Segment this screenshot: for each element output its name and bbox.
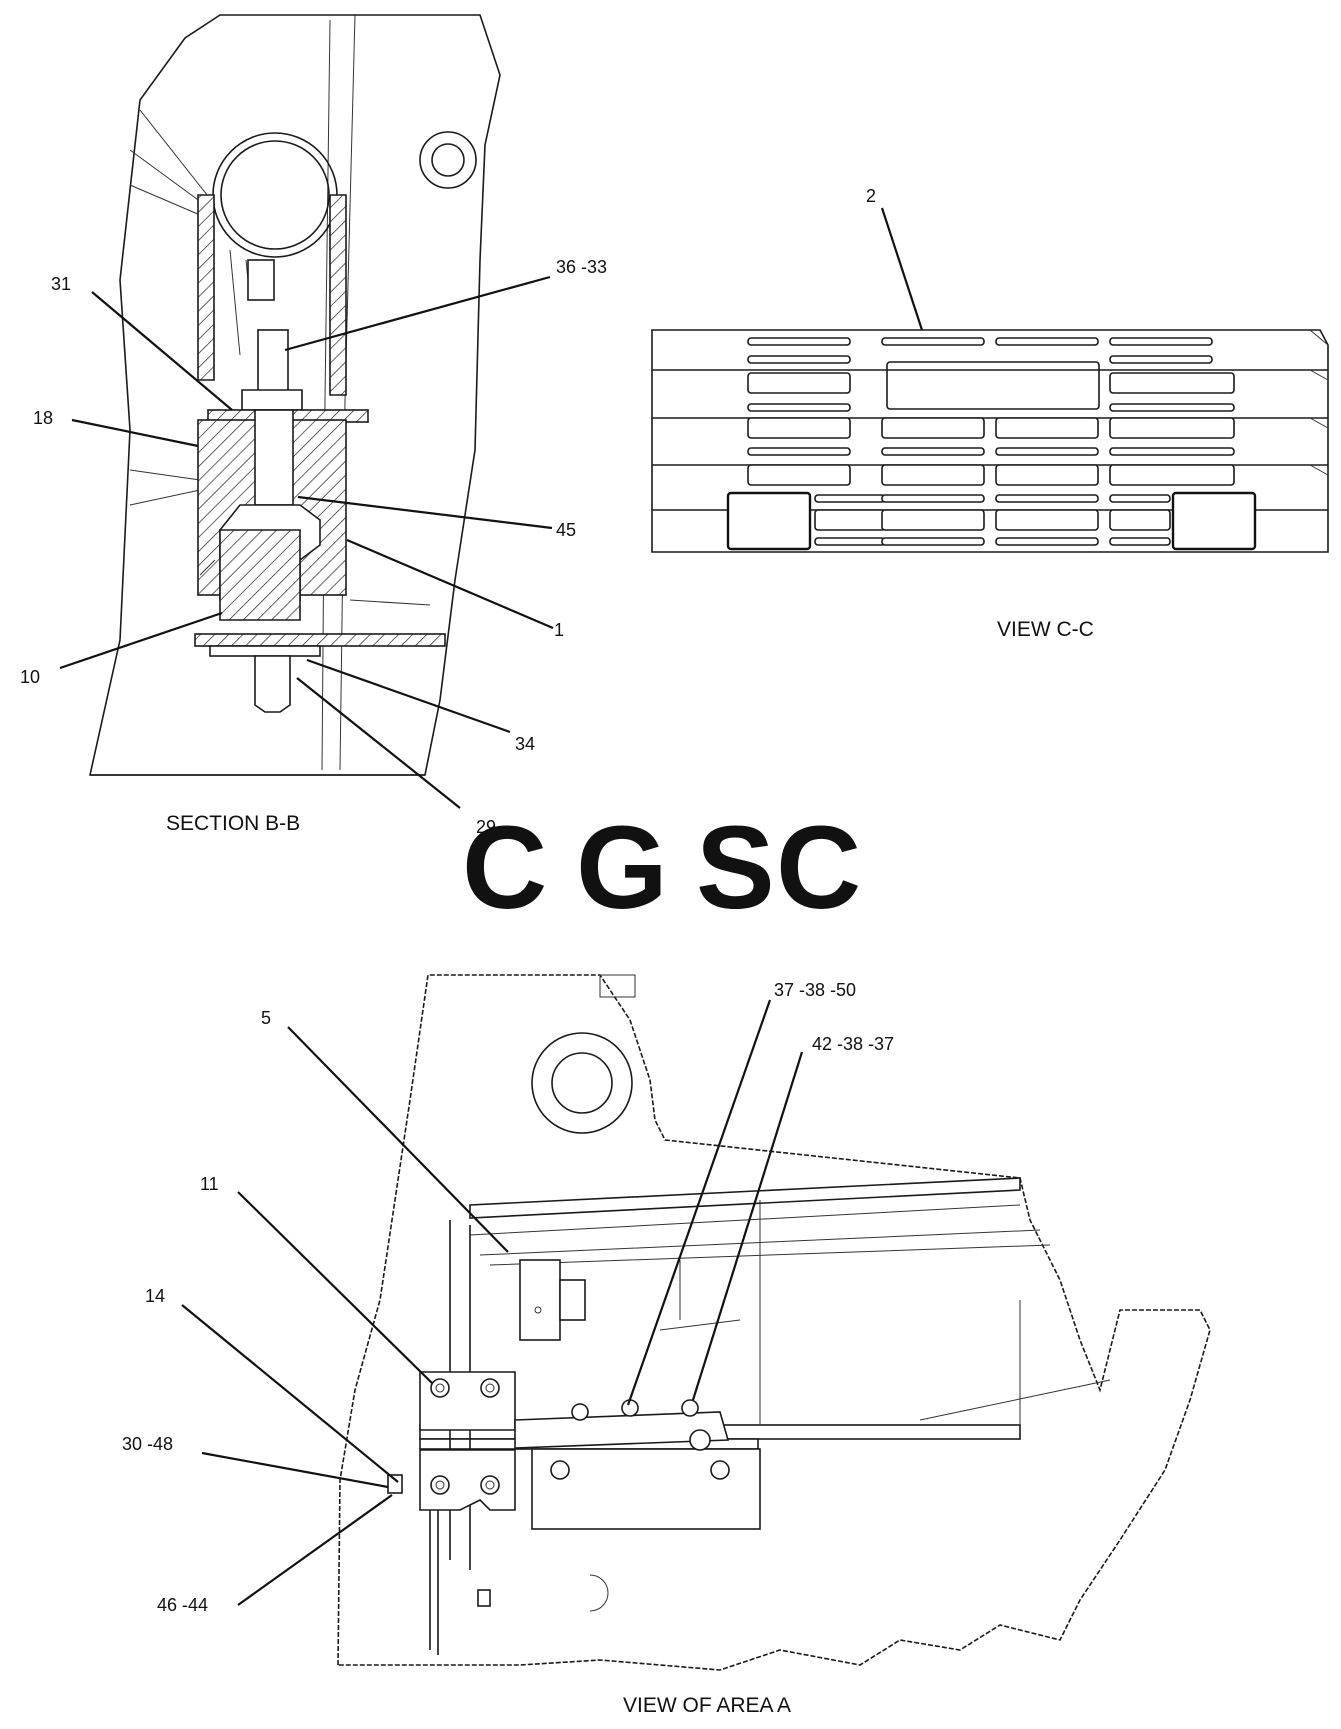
section-bb-callouts: 31 36 -33 18 45 1 10 34 29 SECTION B-B bbox=[20, 257, 607, 837]
callout-36-33: 36 -33 bbox=[556, 257, 607, 277]
view-cc-leaders bbox=[880, 207, 924, 331]
callout-29: 29 bbox=[476, 817, 496, 837]
callout-10: 10 bbox=[20, 667, 40, 687]
callout-18: 18 bbox=[33, 408, 53, 428]
callout-34: 34 bbox=[515, 734, 535, 754]
watermark-letter-c2: C bbox=[776, 802, 861, 934]
section-bb-caption: SECTION B-B bbox=[166, 812, 300, 835]
callout-11: 11 bbox=[200, 1174, 219, 1194]
callout-42-38-37: 42 -38 -37 bbox=[812, 1034, 894, 1054]
callout-30-48: 30 -48 bbox=[122, 1434, 173, 1454]
cgsc-watermark-logo: C G S C bbox=[462, 802, 861, 934]
watermark-letter-c1: C bbox=[462, 802, 547, 934]
section-bb-drawing bbox=[89, 14, 501, 776]
watermark-letter-s: S bbox=[696, 802, 775, 934]
view-area-a-leaders bbox=[181, 999, 804, 1606]
view-cc-drawing bbox=[651, 329, 1329, 553]
watermark-letter-g: G bbox=[576, 802, 668, 934]
callout-31: 31 bbox=[51, 274, 71, 294]
view-area-a-callouts: 5 37 -38 -50 42 -38 -37 11 14 30 -48 46 … bbox=[122, 980, 894, 1717]
callout-5: 5 bbox=[261, 1008, 271, 1028]
section-bb-leaders bbox=[59, 275, 554, 809]
callout-2: 2 bbox=[866, 186, 876, 206]
callout-1: 1 bbox=[554, 620, 564, 640]
callout-14: 14 bbox=[145, 1286, 165, 1306]
callout-46-44: 46 -44 bbox=[157, 1595, 208, 1615]
view-cc-callouts: 2 VIEW C-C bbox=[866, 186, 1094, 641]
callout-37-38-50: 37 -38 -50 bbox=[774, 980, 856, 1000]
callout-45: 45 bbox=[556, 520, 576, 540]
view-cc-caption: VIEW C-C bbox=[997, 618, 1094, 641]
view-area-a-caption: VIEW OF AREA A bbox=[623, 1694, 791, 1717]
view-area-a-drawing bbox=[337, 974, 1211, 1671]
